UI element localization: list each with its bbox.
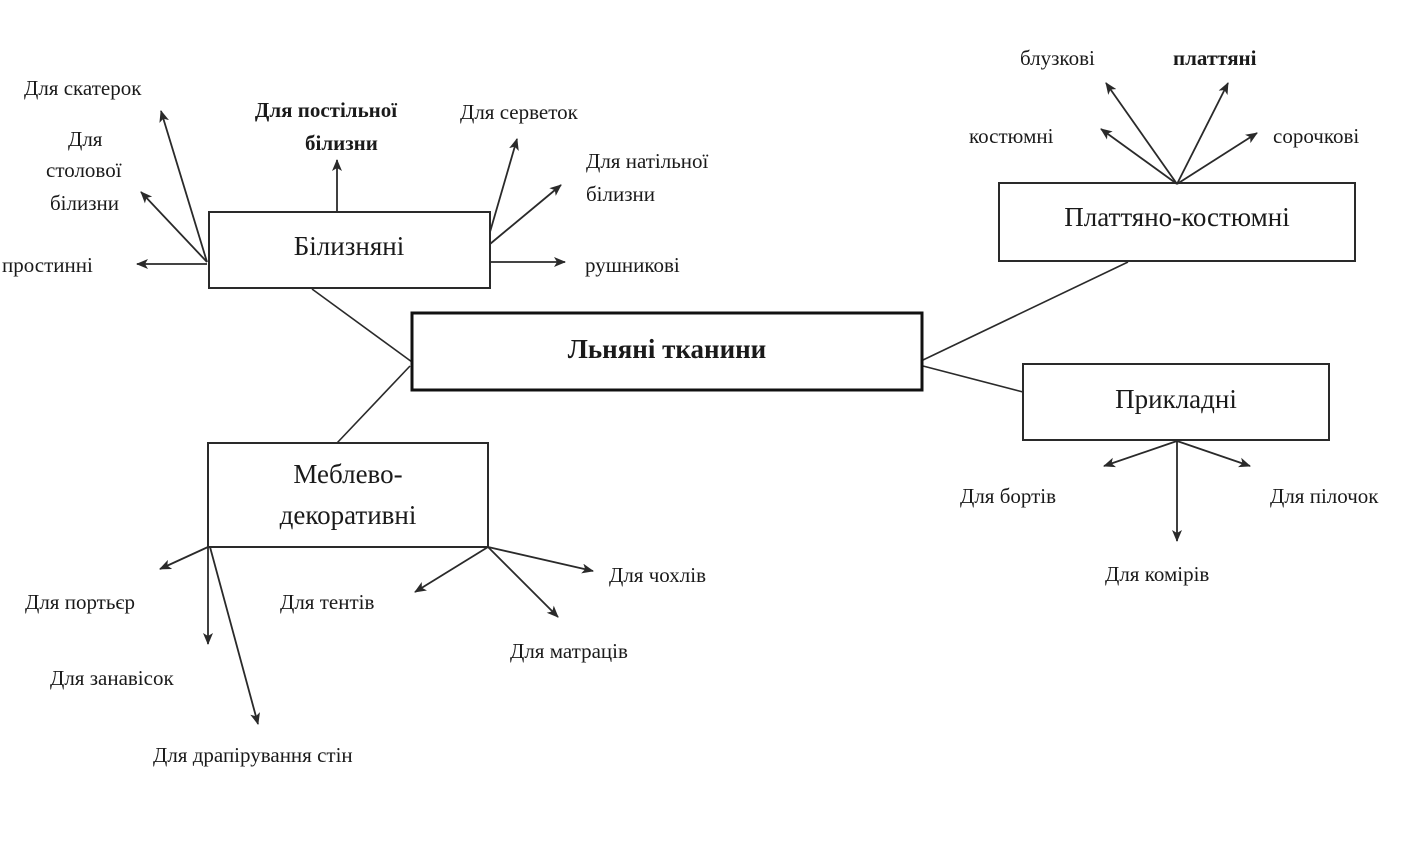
leaf-drapiruvannia: Для драпірування стін [153,743,353,767]
leaf-stolovoi-2: столової [46,158,122,182]
leaf-postilnoi-2: білизни [305,131,378,155]
connector-meblevo [336,365,411,444]
prykladni-label: Прикладні [1115,384,1237,414]
leaf-servetok: Для серветок [460,100,579,124]
arrow-kostiumni [1100,128,1178,185]
leaf-stolovoi-3: білизни [50,191,119,215]
leaf-sorochkovi: сорочкові [1273,124,1359,148]
arrow-pilochok [1176,440,1251,468]
arrow-plattiani [1176,82,1229,185]
arrow-stolovoi [140,191,208,263]
leaf-postilnoi-1: Для постільної [255,98,397,122]
leaf-komiriv: Для комірів [1105,562,1209,586]
leaf-tentiv: Для тентів [280,590,374,614]
leaf-bluzkovi: блузкові [1020,46,1095,70]
leaf-prostynni: простинні [2,253,93,277]
arrow-portier [159,546,209,570]
arrow-servetok [489,138,519,233]
box-prykladni [1022,363,1330,441]
box-center [410,311,924,392]
arrow-matratsiv [487,546,559,618]
leaf-portier: Для портьєр [25,590,135,614]
leaf-stolovoi-1: Для [68,127,103,151]
leaf-bortiv: Для бортів [960,484,1056,508]
arrow-natilnoi [489,184,562,245]
leaf-natilnoi-2: білизни [586,182,655,206]
connector-plattiano [922,261,1129,361]
arrow-bortiv [1103,440,1178,468]
meblevo-label-line2: декоративні [280,500,417,530]
leaf-kostiumni: костюмні [969,124,1054,148]
arrow-drapiruvannia [209,546,260,725]
leaf-natilnoi-1: Для натільної [586,149,709,173]
connector-bilyzniani [311,288,413,363]
arrow-chokhliv [487,546,594,574]
leaf-zanavisok: Для занавісок [50,666,174,690]
box-bilyzniani [208,211,491,289]
connector-prykladni [922,365,1024,393]
meblevo-label-line1: Меблево- [293,459,402,489]
center-label: Льняні тканини [568,334,767,364]
box-meblevo [207,442,489,548]
leaf-pilochok: Для пілочок [1270,484,1379,508]
arrow-sorochkovi [1176,132,1258,185]
arrow-tentiv [414,546,489,593]
leaf-rushnykovi: рушникові [585,253,680,277]
leaf-chokhliv: Для чохлів [609,563,706,587]
leaf-matratsiv: Для матраців [510,639,628,663]
arrow-skaterok [159,110,208,263]
arrow-bluzkovi [1105,82,1178,185]
bilyzniani-label: Білизняні [294,231,404,261]
leaf-skaterok: Для скатерок [24,76,142,100]
plattiano-label: Платтяно-костюмні [1064,202,1289,232]
leaf-plattiani: платтяні [1173,46,1257,70]
